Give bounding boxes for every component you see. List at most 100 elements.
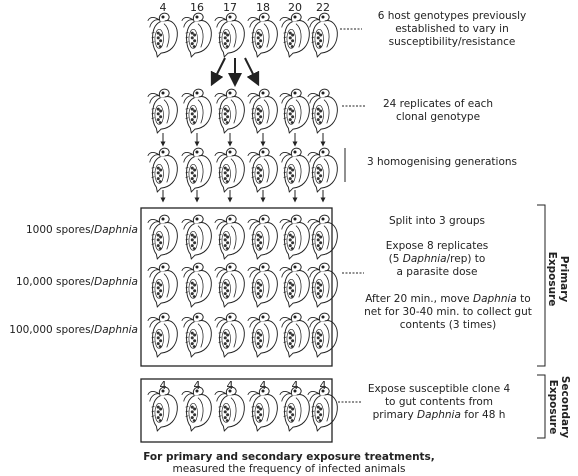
expose-note-line3: a parasite dose [396, 266, 478, 278]
secondary-bracket [537, 374, 546, 439]
daphnia-icon [214, 262, 245, 308]
daphnia-icon [307, 386, 338, 432]
daphnia-icon [247, 12, 278, 58]
after-note-line2: net for 30-40 min. to collect gut [364, 306, 532, 318]
after-note-part: to [516, 293, 531, 305]
secondary-note-line3: primary Daphnia for 48 h [362, 409, 516, 422]
daphnia-icon [247, 214, 278, 260]
primary-exposure-label: Primary Exposure [544, 249, 570, 309]
daphnia-icon [279, 12, 310, 58]
daphnia-icon [147, 88, 178, 134]
dose-species: Daphnia [94, 324, 138, 336]
footer-line2: measured the frequency of infected anima… [172, 463, 406, 475]
daphnia-icon [279, 214, 310, 260]
homogenising-note: 3 homogenising generations [366, 156, 518, 168]
dose-value: 1000 spores/ [25, 224, 95, 236]
daphnia-icon [307, 312, 338, 358]
daphnia-icon [307, 214, 338, 260]
dose-label-100000: 100,000 spores/Daphnia [9, 324, 138, 337]
dose-label-10000: 10,000 spores/Daphnia [16, 276, 138, 289]
species-name: Daphnia [472, 293, 517, 305]
secondary-note-part: for 48 h [460, 409, 506, 421]
daphnia-icon [181, 386, 212, 432]
after-note-line3: contents (3 times) [399, 319, 497, 331]
secondary-clone-label: 4 [159, 379, 167, 392]
daphnia-icon [214, 88, 245, 134]
daphnia-icon [214, 147, 245, 193]
daphnia-icon [247, 88, 278, 134]
secondary-exposure-label: Secondary Exposure [545, 374, 571, 440]
dose-species: Daphnia [94, 276, 138, 288]
daphnia-icon [279, 386, 310, 432]
daphnia-icon [181, 262, 212, 308]
daphnia-icon [214, 312, 245, 358]
secondary-exposure-line1: Secondary [559, 375, 571, 439]
genotype-label: 20 [288, 1, 302, 14]
daphnia-icon [247, 262, 278, 308]
split-note: Split into 3 groups [388, 215, 486, 227]
genotype-label: 18 [256, 1, 270, 14]
daphnia-icon [181, 12, 212, 58]
daphnia-icon [181, 312, 212, 358]
dose-value: 10,000 spores/ [15, 276, 95, 288]
dose-label-1000: 1000 spores/Daphnia [26, 224, 138, 237]
genotypes-note: 6 host genotypes previously established … [377, 10, 527, 48]
daphnia-icon [279, 88, 310, 134]
secondary-note: Expose susceptible clone 4 to gut conten… [362, 383, 516, 422]
daphnia-icon [247, 147, 278, 193]
after-note: After 20 min., move Daphnia to net for 3… [356, 293, 540, 332]
secondary-clone-label: 4 [291, 379, 299, 392]
daphnia-icon [147, 214, 178, 260]
expose-note-line1: Expose 8 replicates [385, 240, 489, 252]
daphnia-icon [181, 214, 212, 260]
daphnia-icon [181, 88, 212, 134]
daphnia-icon [147, 12, 178, 58]
after-note-line1: After 20 min., move Daphnia to [356, 293, 540, 306]
daphnia-icon [307, 88, 338, 134]
primary-bracket [537, 204, 546, 367]
footer-line1: For primary and secondary exposure treat… [143, 451, 435, 463]
secondary-exposure-line2: Exposure [547, 379, 559, 435]
daphnia-icon [214, 386, 245, 432]
daphnia-icon [279, 312, 310, 358]
genotype-label: 4 [159, 1, 167, 14]
daphnia-icon [147, 386, 178, 432]
expose-note-part: /rep) to [446, 253, 486, 265]
genotype-label: 16 [190, 1, 204, 14]
daphnia-icon [307, 12, 338, 58]
primary-exposure-line1: Primary [558, 255, 570, 303]
daphnia-icon [307, 262, 338, 308]
secondary-note-part: primary [372, 409, 418, 421]
daphnia-icon [147, 262, 178, 308]
daphnia-icon [147, 312, 178, 358]
primary-exposure-line2: Exposure [546, 251, 558, 307]
daphnia-icon [279, 147, 310, 193]
genotype-label: 22 [316, 1, 330, 14]
secondary-box [140, 378, 333, 443]
dose-species: Daphnia [94, 224, 138, 236]
expose-note: Expose 8 replicates (5 Daphnia/rep) to a… [360, 240, 514, 279]
daphnia-icon [214, 12, 245, 58]
daphnia-icon [247, 386, 278, 432]
species-name: Daphnia [417, 409, 461, 421]
primary-box [140, 207, 333, 367]
secondary-clone-label: 4 [226, 379, 234, 392]
daphnia-icon [307, 147, 338, 193]
after-note-part: After 20 min., move [365, 293, 473, 305]
replicates-note: 24 replicates of each clonal genotype [382, 98, 494, 123]
secondary-clone-label: 4 [259, 379, 267, 392]
daphnia-icon [279, 262, 310, 308]
arrow [210, 57, 226, 87]
secondary-clone-label: 4 [319, 379, 327, 392]
expose-note-part: (5 [388, 253, 403, 265]
expose-note-line2: (5 Daphnia/rep) to [360, 253, 514, 266]
daphnia-icon [247, 312, 278, 358]
secondary-clone-label: 4 [193, 379, 201, 392]
species-name: Daphnia [402, 253, 447, 265]
arrow [244, 57, 260, 87]
genotype-label: 17 [223, 1, 237, 14]
daphnia-icon [214, 214, 245, 260]
secondary-note-line1: Expose susceptible clone 4 [367, 383, 511, 395]
secondary-note-line2: to gut contents from [384, 396, 494, 408]
